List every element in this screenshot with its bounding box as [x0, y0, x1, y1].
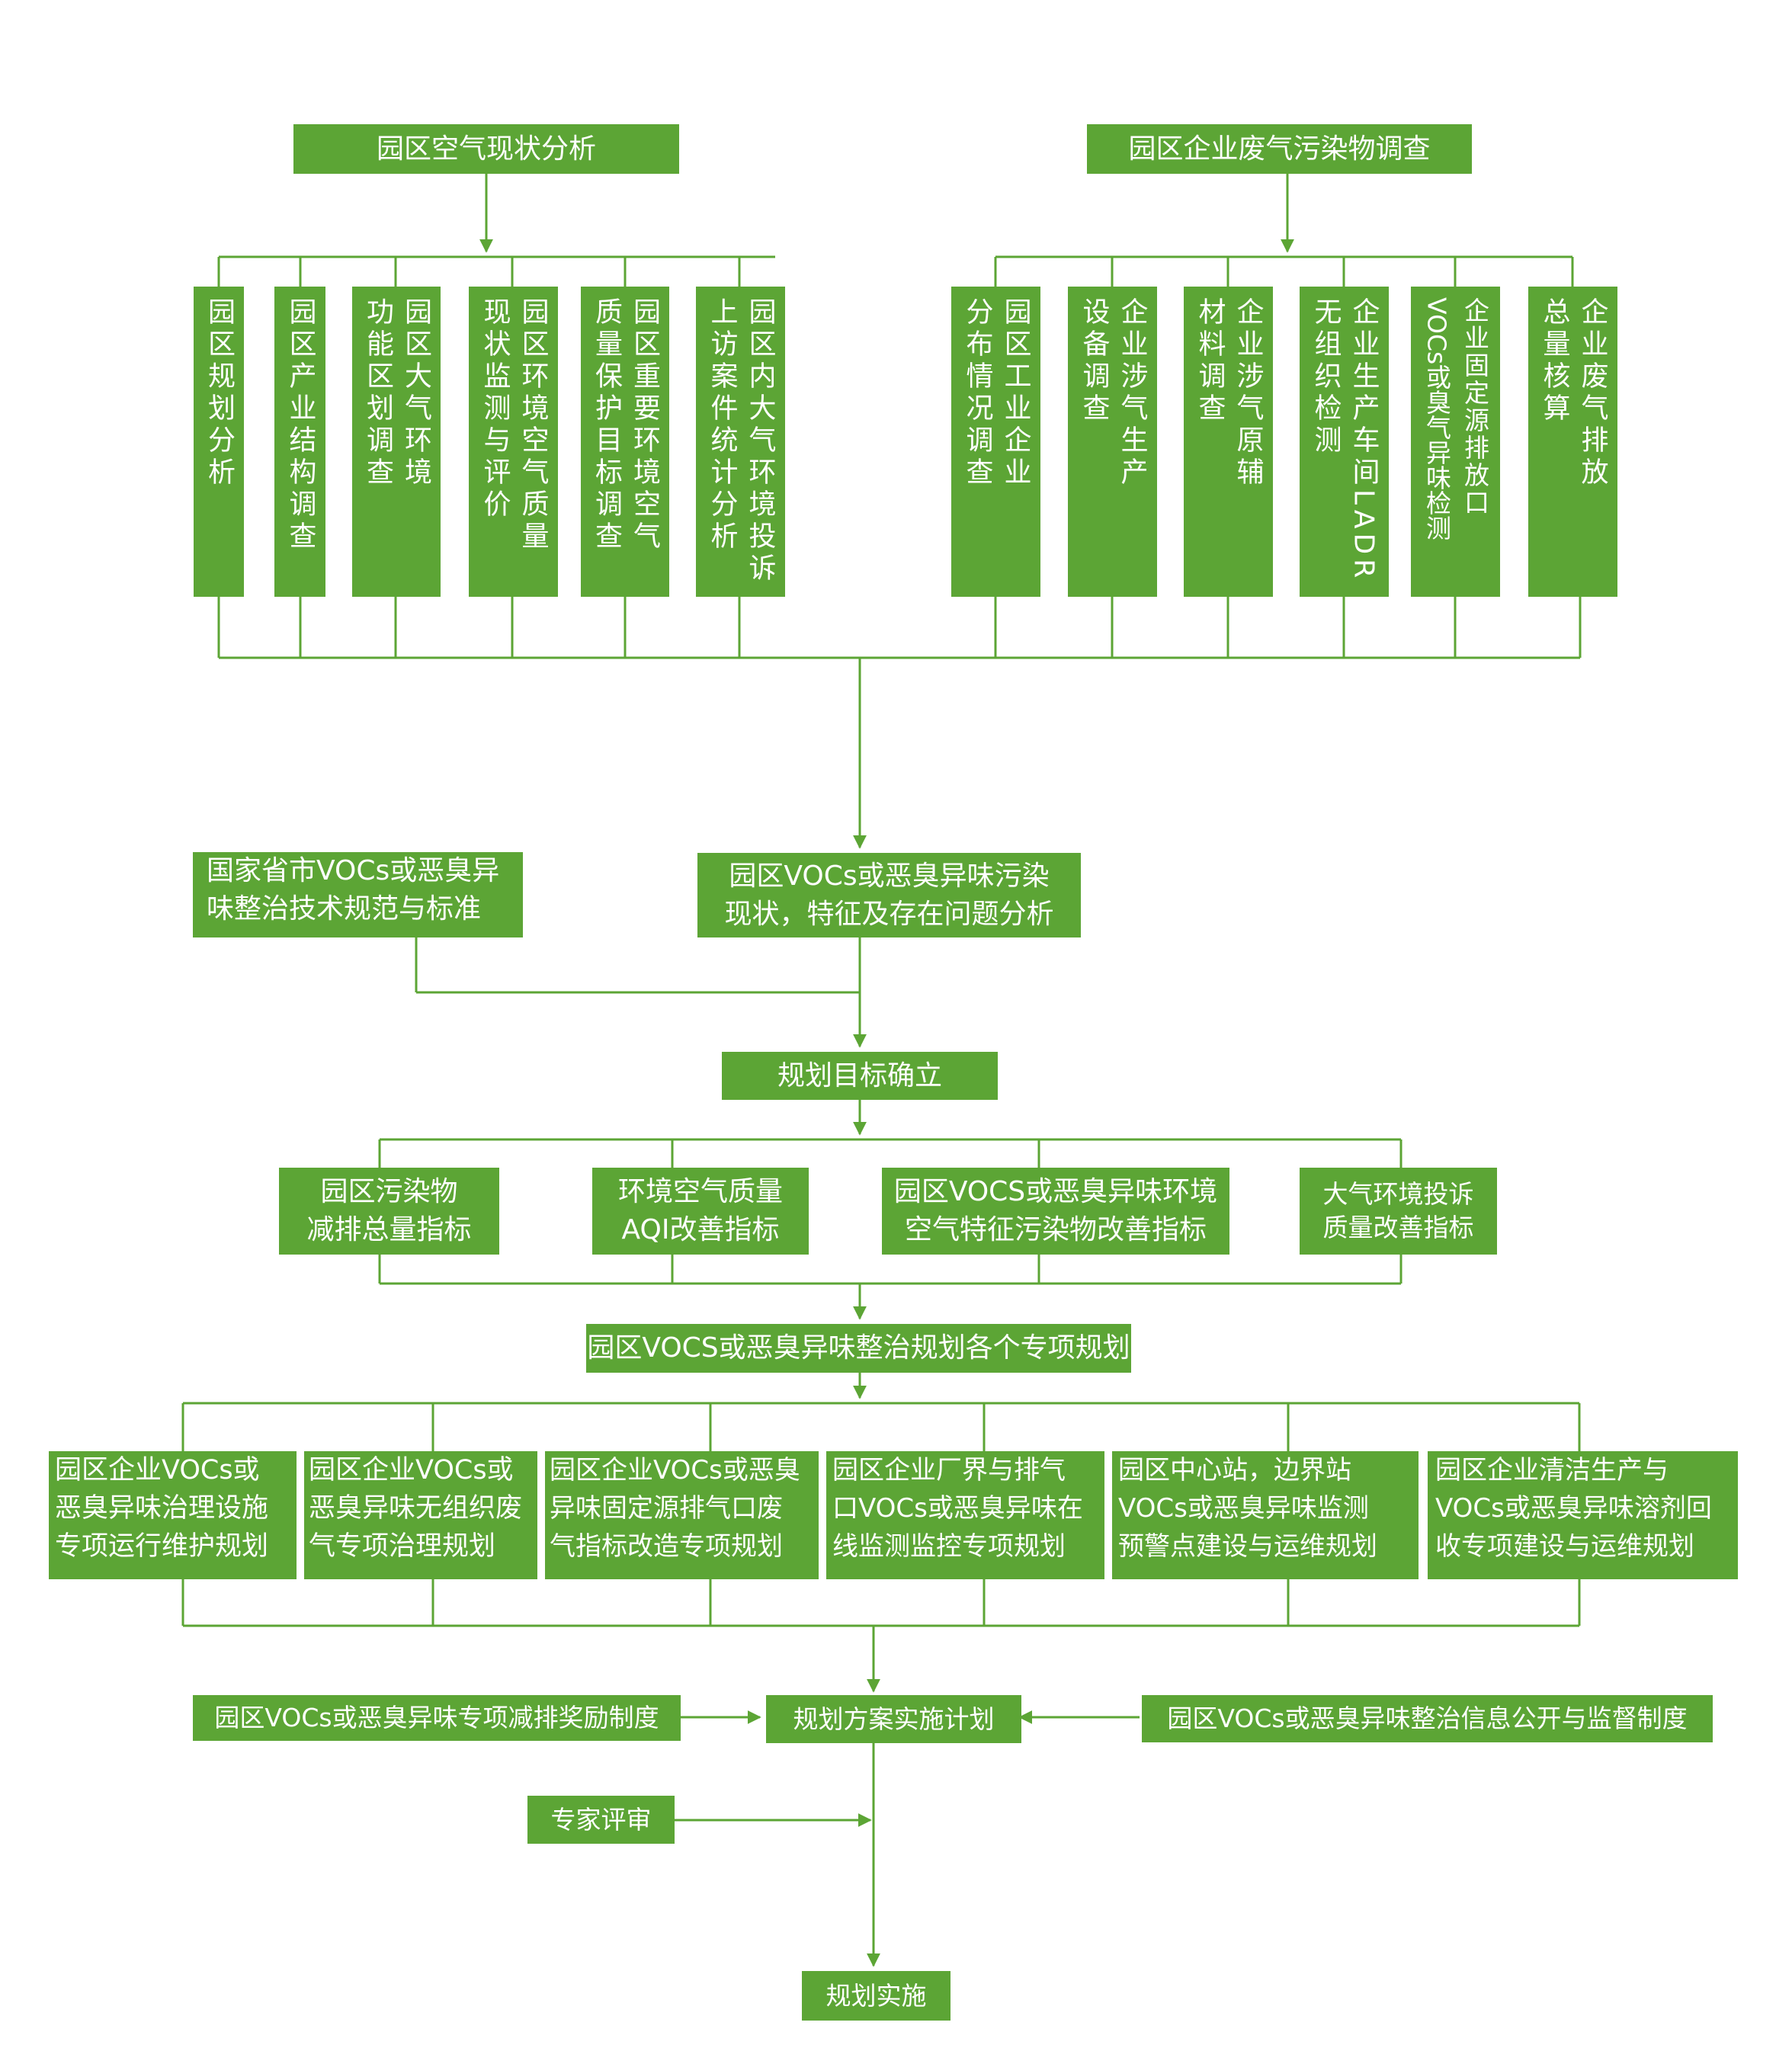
indicator-box: 大气环境投诉 质量改善指标 [1300, 1168, 1497, 1255]
enterprise-survey-item: 企业生产车间LADR 无组织检测 [1300, 287, 1389, 597]
implementation-plan-box: 规划方案实施计划 [766, 1695, 1021, 1743]
air-analysis-item: 园区重要环境空气 质量保护目标调查 [581, 287, 669, 597]
project-line: 园区企业VOCs或恶臭 [550, 1455, 800, 1486]
project-line: 收专项建设与运维规划 [1435, 1531, 1694, 1562]
project-line: 异味固定源排气口废 [550, 1493, 783, 1524]
project-line: 园区企业VOCs或 [309, 1455, 514, 1486]
air-status-analysis-box: 园区空气现状分析 [293, 124, 679, 174]
pollution-status-analysis-box: 园区VOCs或恶臭异味污染 现状，特征及存在问题分析 [697, 853, 1081, 937]
standards-line-2: 味整治技术规范与标准 [207, 893, 482, 925]
vertical-label: 企业固定源排放口 [1460, 297, 1490, 517]
vertical-label: 企业涉气原辅 [1232, 297, 1264, 489]
indicator-line: 质量改善指标 [1322, 1213, 1474, 1242]
vertical-label: 园区内大气环境投诉 [744, 297, 776, 585]
indicator-box: 园区污染物 减排总量指标 [279, 1168, 499, 1255]
incentive-system-box: 园区VOCs或恶臭异味专项减排奖励制度 [193, 1695, 681, 1741]
indicator-line: 大气环境投诉 [1322, 1179, 1474, 1209]
standards-line-1: 国家省市VOCs或恶臭异 [207, 855, 500, 886]
vertical-label: 企业涉气生产 [1116, 297, 1148, 489]
vertical-label: 功能区划调查 [362, 297, 393, 489]
plan-execution-box: 规划实施 [802, 1971, 950, 2021]
vertical-label: 分布情况调查 [961, 297, 993, 489]
vertical-label: 企业生产车间LADR [1348, 297, 1380, 583]
indicator-line: 环境空气质量 [617, 1176, 783, 1207]
vertical-label: 材料调查 [1194, 297, 1226, 425]
indicator-line: 园区VOCS或恶臭异味环境 [893, 1176, 1218, 1207]
vertical-label: 园区环境空气质量 [517, 297, 549, 553]
project-box: 园区企业VOCs或恶臭 异味固定源排气口废 气指标改造专项规划 [545, 1451, 819, 1579]
status-line-2: 现状，特征及存在问题分析 [724, 898, 1054, 930]
indicator-box: 环境空气质量 AQI改善指标 [592, 1168, 809, 1255]
enterprise-survey-item: 园区工业企业 分布情况调查 [951, 287, 1040, 597]
project-line: VOCs或恶臭异味溶剂回 [1435, 1493, 1712, 1524]
special-plan-box: 园区VOCS或恶臭异味整治规划各个专项规划 [586, 1324, 1131, 1373]
enterprise-exhaust-survey-box: 园区企业废气污染物调查 [1087, 124, 1472, 174]
enterprise-survey-item: 企业涉气生产 设备调查 [1068, 287, 1157, 597]
project-line: 园区企业清洁生产与 [1435, 1455, 1669, 1486]
vertical-label: 园区产业结构调查 [284, 297, 316, 553]
technical-standards-box: 国家省市VOCs或恶臭异 味整治技术规范与标准 [193, 852, 523, 937]
vertical-label: 园区工业企业 [999, 297, 1031, 489]
project-box: 园区企业VOCs或 恶臭异味治理设施 专项运行维护规划 [49, 1451, 297, 1579]
indicator-line: 空气特征污染物改善指标 [904, 1214, 1207, 1245]
project-box: 园区中心站，边界站 VOCs或恶臭异味监测 预警点建设与运维规划 [1112, 1451, 1419, 1579]
vertical-label: 总量核算 [1538, 297, 1570, 425]
enterprise-survey-item: 企业废气排放 总量核算 [1528, 287, 1617, 597]
air-analysis-item: 园区产业结构调查 [274, 287, 325, 597]
status-line-1: 园区VOCs或恶臭异味污染 [729, 860, 1050, 892]
project-line: 园区企业厂界与排气 [832, 1455, 1066, 1486]
indicator-box: 园区VOCS或恶臭异味环境 空气特征污染物改善指标 [882, 1168, 1229, 1255]
planning-goal-box: 规划目标确立 [722, 1052, 998, 1100]
project-line: 线监测监控专项规划 [832, 1531, 1066, 1562]
indicator-line: AQI改善指标 [621, 1214, 780, 1245]
project-line: 口VOCs或恶臭异味在 [832, 1493, 1083, 1524]
vertical-label: 园区规划分析 [204, 297, 235, 489]
project-box: 园区企业清洁生产与 VOCs或恶臭异味溶剂回 收专项建设与运维规划 [1428, 1451, 1738, 1579]
project-line: 预警点建设与运维规划 [1118, 1531, 1377, 1562]
project-line: 气专项治理规划 [309, 1531, 496, 1562]
indicator-line: 园区污染物 [320, 1176, 458, 1207]
expert-review-box: 专家评审 [527, 1796, 675, 1844]
vertical-label: 质量保护目标调查 [591, 297, 622, 553]
vertical-label: 设备调查 [1078, 297, 1110, 425]
air-analysis-item: 园区大气环境 功能区划调查 [352, 287, 441, 597]
project-line: 恶臭异味治理设施 [55, 1493, 269, 1524]
project-line: 专项运行维护规划 [55, 1531, 269, 1562]
project-line: 气指标改造专项规划 [550, 1531, 783, 1562]
air-analysis-item: 园区规划分析 [194, 287, 244, 597]
indicator-line: 减排总量指标 [306, 1214, 472, 1245]
vertical-label: VOCs或臭气异味检测 [1422, 297, 1452, 541]
vertical-label: 园区重要环境空气 [629, 297, 660, 553]
air-analysis-item: 园区环境空气质量 现状监测与评价 [469, 287, 558, 597]
project-line: 园区企业VOCs或 [55, 1455, 260, 1486]
vertical-label: 现状监测与评价 [479, 297, 511, 521]
project-line: VOCs或恶臭异味监测 [1118, 1493, 1369, 1524]
enterprise-survey-item: 企业固定源排放口 VOCs或臭气异味检测 [1411, 287, 1500, 597]
disclosure-system-box: 园区VOCs或恶臭异味整治信息公开与监督制度 [1142, 1695, 1713, 1742]
project-line: 园区中心站，边界站 [1118, 1455, 1351, 1486]
project-box: 园区企业厂界与排气 口VOCs或恶臭异味在 线监测监控专项规划 [826, 1451, 1104, 1579]
vertical-label: 无组织检测 [1310, 297, 1342, 457]
project-box: 园区企业VOCs或 恶臭异味无组织废 气专项治理规划 [304, 1451, 537, 1579]
enterprise-survey-item: 企业涉气原辅 材料调查 [1184, 287, 1273, 597]
vertical-label: 上访案件统计分析 [706, 297, 738, 553]
air-analysis-item: 园区内大气环境投诉 上访案件统计分析 [696, 287, 785, 597]
project-line: 恶臭异味无组织废 [309, 1493, 523, 1524]
vertical-label: 企业废气排放 [1576, 297, 1608, 489]
vertical-label: 园区大气环境 [400, 297, 431, 489]
